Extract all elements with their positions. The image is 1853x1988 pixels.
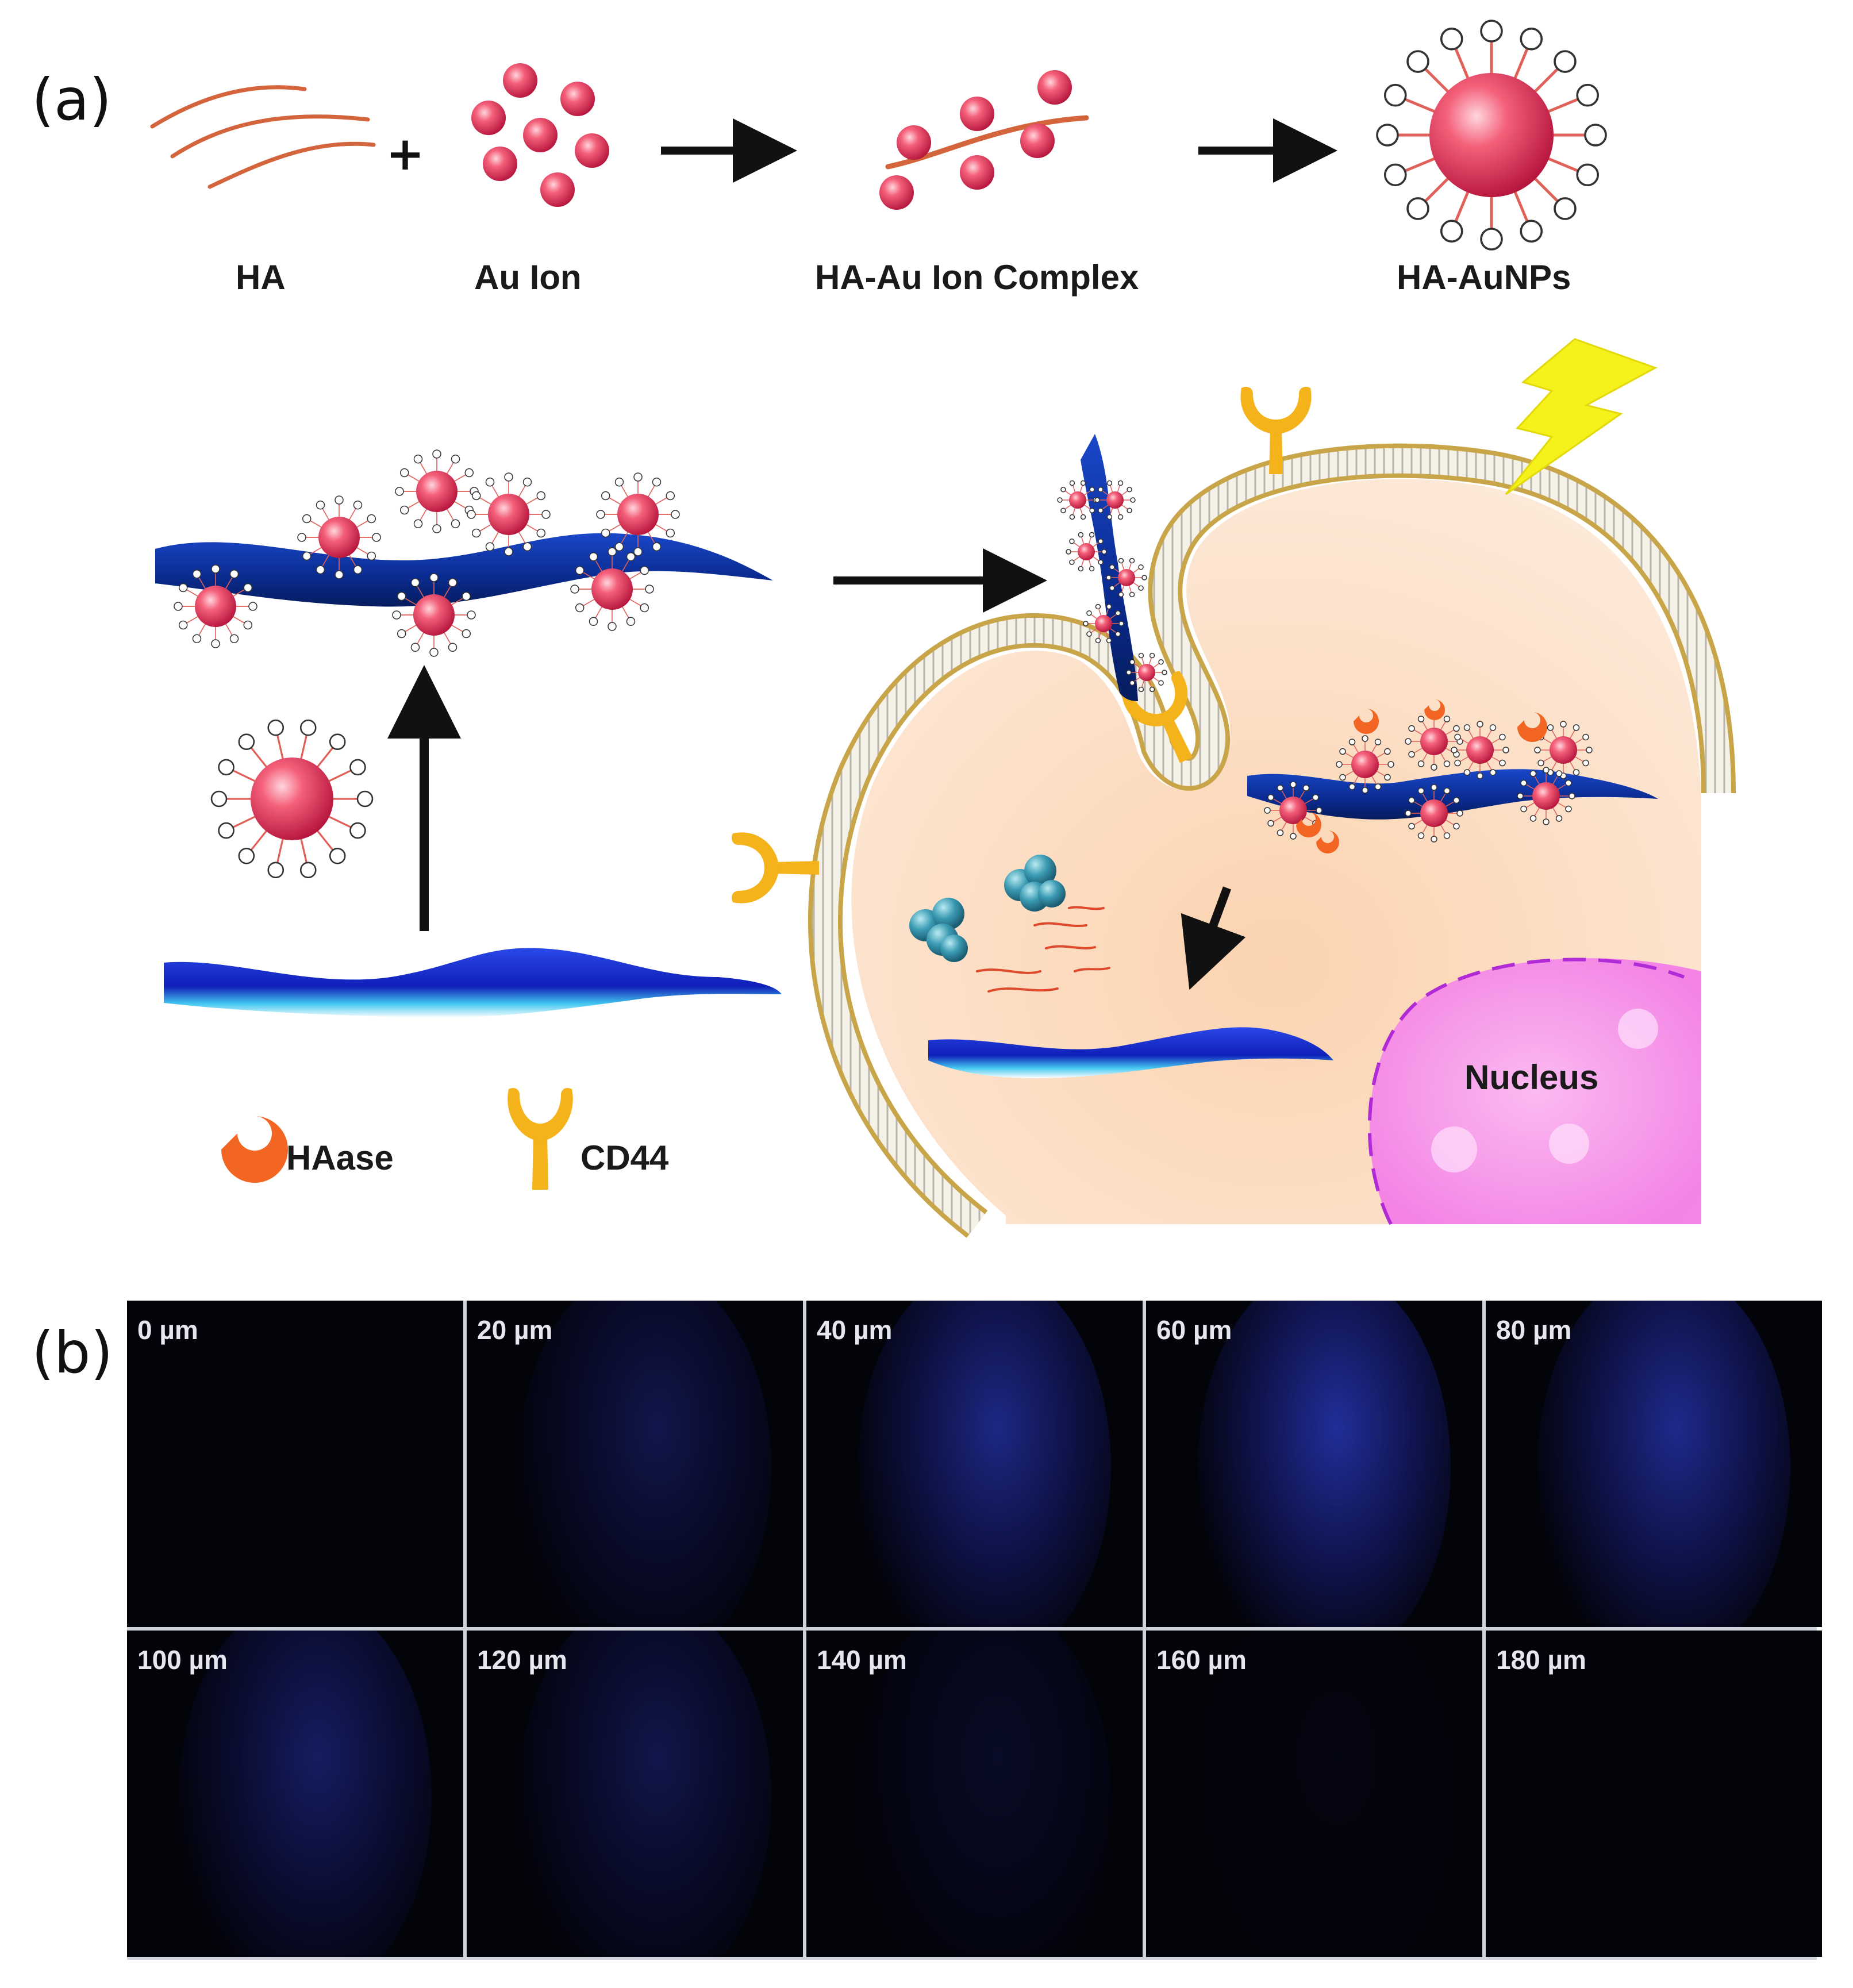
cell-nanoparticle [1336, 735, 1394, 794]
depth-label: 120 µm [477, 1645, 567, 1675]
cd44-receptors [732, 387, 1312, 903]
arrow-down-in-cell [1181, 886, 1246, 990]
entering-nanoparticle [1083, 603, 1124, 644]
depth-tile: 80 µm [1486, 1301, 1822, 1627]
loaded-nanoparticle [596, 472, 680, 556]
au-ions [471, 63, 609, 207]
depth-label: 160 µm [1156, 1645, 1247, 1675]
depth-tile: 180 µm [1486, 1631, 1822, 1957]
depth-tile: 40 µm [806, 1301, 1143, 1627]
cell-nanoparticle [1517, 767, 1575, 825]
cell-nanoparticle [1534, 721, 1593, 779]
fluorescence-signal [518, 1631, 771, 1957]
ha-aunp-free [210, 719, 374, 879]
fluorescence-signal [1537, 1301, 1790, 1627]
panel-a-label: (a) [32, 66, 112, 133]
depth-tile: 0 µm [127, 1301, 463, 1627]
hydrogel-degraded [928, 1027, 1333, 1078]
depth-tile: 20 µm [467, 1301, 803, 1627]
loaded-nanoparticle [392, 573, 476, 657]
entering-nanoparticle [1126, 652, 1167, 693]
legend-cd44: CD44 [580, 1139, 669, 1177]
depth-label: 100 µm [137, 1645, 228, 1675]
loaded-nanoparticle [297, 495, 381, 579]
fluorescence-signal [1198, 1301, 1451, 1627]
cell-nanoparticle [1405, 784, 1463, 843]
depth-label: 140 µm [817, 1645, 907, 1675]
entering-nanoparticle [1066, 532, 1107, 572]
label-nucleus: Nucleus [1464, 1058, 1599, 1097]
ha-aunp-particle [1376, 20, 1607, 251]
ha-strands [150, 85, 376, 189]
depth-label: 20 µm [477, 1315, 553, 1345]
ha-au-complex [879, 70, 1089, 210]
degraded-ha-fragments [976, 906, 1110, 993]
depth-tile: 160 µm [1146, 1631, 1482, 1957]
cd44-legend-icon [508, 1088, 573, 1190]
ha-aunp-large [1376, 20, 1607, 251]
loaded-nanoparticle [570, 547, 654, 631]
panel-b-label: (b) [32, 1319, 113, 1386]
loaded-nanoparticle [395, 449, 479, 533]
plus-sign: + [386, 127, 424, 180]
depth-label: 60 µm [1156, 1315, 1232, 1345]
hydrogel-bare-bottom [164, 948, 782, 1018]
nanoparticles-loaded [174, 449, 1593, 879]
depth-image-grid: 0 µm 20 µm 40 µm 60 µm 80 µm 100 µm 120 µm 140 … [127, 1301, 1822, 1960]
entering-nanoparticle [1106, 557, 1147, 598]
fluorescence-signal [179, 1631, 432, 1957]
loaded-nanoparticle [467, 472, 551, 556]
depth-label: 40 µm [817, 1315, 893, 1345]
legend-haase: HAase [286, 1139, 394, 1177]
fluorescence-signal [1198, 1631, 1451, 1957]
fluorescence-signal [858, 1631, 1111, 1957]
hydrogel-loaded-top [155, 533, 773, 607]
depth-tile: 60 µm [1146, 1301, 1482, 1627]
label-au-ion: Au Ion [474, 258, 582, 297]
haase-enzymes [1296, 699, 1547, 853]
depth-label: 0 µm [137, 1315, 198, 1345]
entering-nanoparticle [1094, 480, 1136, 520]
hydrogel-in-cell [1247, 769, 1658, 820]
entering-nanoparticle [1057, 480, 1098, 520]
label-ha-au-complex: HA-Au Ion Complex [815, 258, 1139, 297]
cell-nanoparticle [1451, 721, 1509, 779]
panel-a-diagram: + [150, 20, 1736, 1238]
label-ha: HA [236, 258, 286, 297]
fluorescence-signal [518, 1301, 771, 1627]
fluorescence-signal [858, 1301, 1111, 1627]
nucleus [1367, 958, 1701, 1225]
depth-tile: 120 µm [467, 1631, 803, 1957]
depth-label: 180 µm [1496, 1645, 1586, 1675]
degradation-clusters [909, 855, 1066, 962]
cell-nanoparticle [1264, 781, 1323, 840]
depth-tile: 140 µm [806, 1631, 1143, 1957]
laser-lightning-icon [1505, 338, 1658, 495]
loaded-nanoparticle [174, 564, 257, 648]
haase-legend-icon [221, 1116, 288, 1183]
depth-tile: 100 µm [127, 1631, 463, 1957]
depth-label: 80 µm [1496, 1315, 1572, 1345]
label-ha-aunps: HA-AuNPs [1397, 258, 1571, 297]
